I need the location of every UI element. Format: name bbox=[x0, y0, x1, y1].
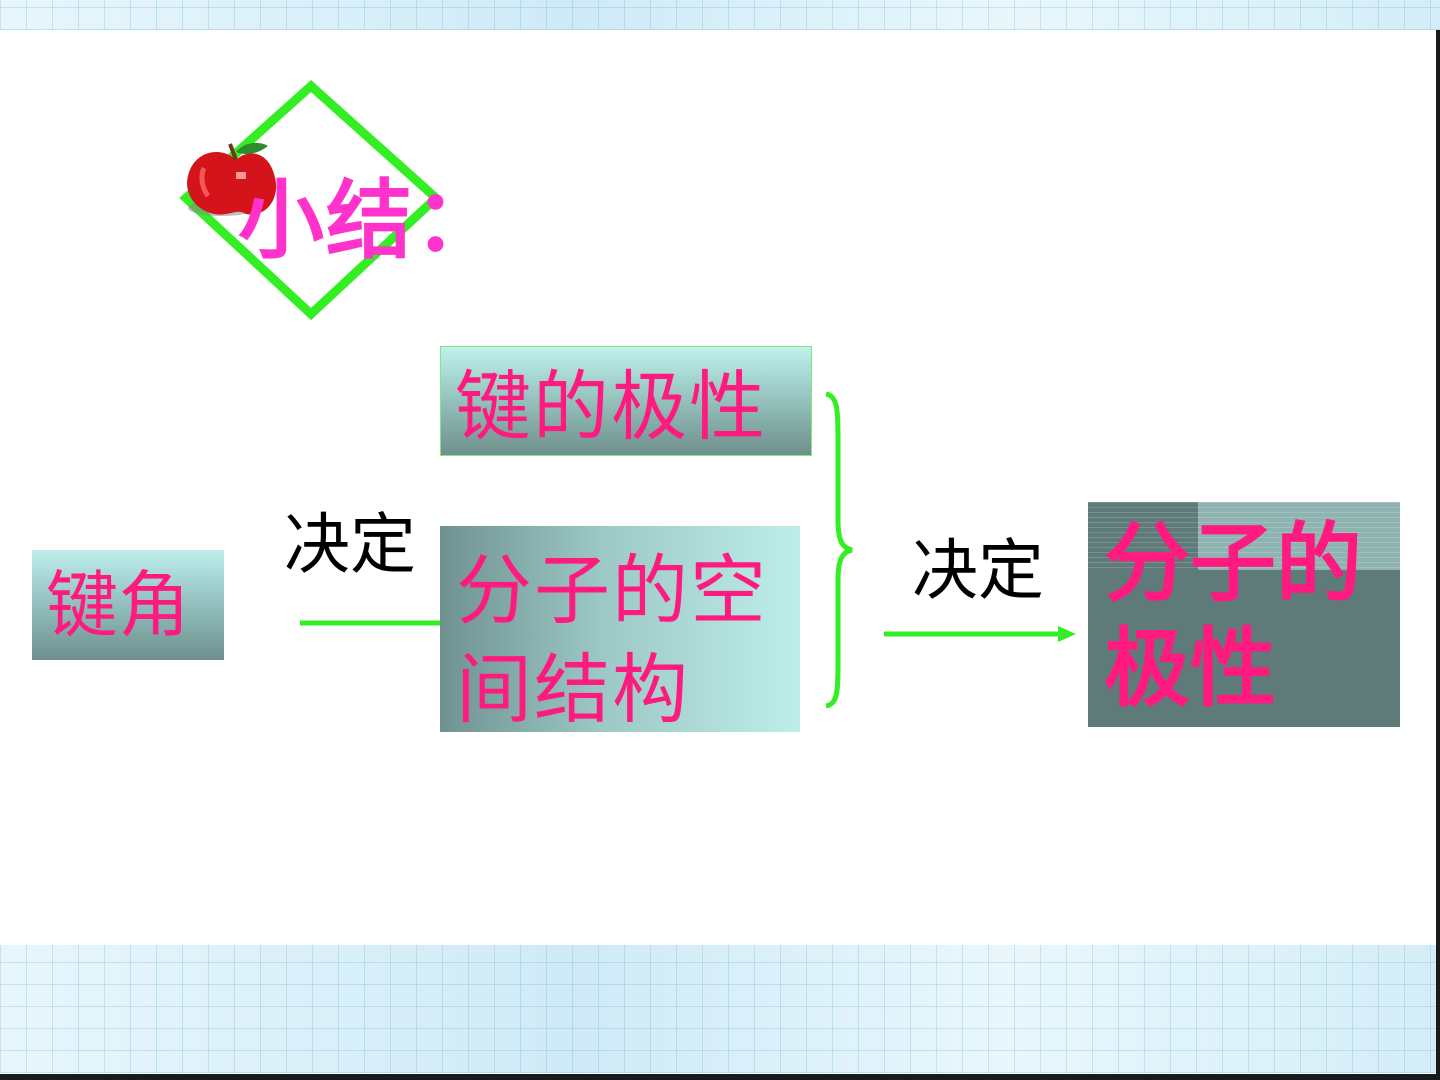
node-bond-angle-label: 键角 bbox=[46, 563, 191, 647]
node-bond-angle: 键角 bbox=[32, 550, 224, 660]
edge-label-determines-1: 决定 bbox=[284, 506, 416, 583]
node-molecular-polarity-line1: 分子的 bbox=[1104, 514, 1362, 614]
node-molecular-polarity: 分子的 极性 bbox=[1088, 502, 1400, 727]
node-molecular-structure-line1: 分子的空 bbox=[456, 546, 768, 635]
bottom-rule bbox=[0, 1074, 1440, 1080]
node-molecular-polarity-line2: 极性 bbox=[1104, 618, 1276, 719]
node-molecular-structure: 分子的空 间结构 bbox=[440, 526, 800, 734]
right-brace bbox=[825, 391, 853, 709]
node-bond-polarity-label: 键的极性 bbox=[455, 362, 767, 451]
node-molecular-structure-line2: 间结构 bbox=[456, 644, 690, 734]
arrow-2 bbox=[884, 626, 1076, 642]
apple-icon bbox=[187, 142, 277, 216]
node-bond-polarity: 键的极性 bbox=[440, 346, 812, 456]
top-decoration-band bbox=[0, 0, 1440, 30]
slide-title: 小结： bbox=[238, 171, 502, 271]
bottom-decoration-band bbox=[0, 945, 1440, 1073]
edge-label-determines-2: 决定 bbox=[912, 532, 1044, 609]
right-rule bbox=[1436, 30, 1440, 1074]
